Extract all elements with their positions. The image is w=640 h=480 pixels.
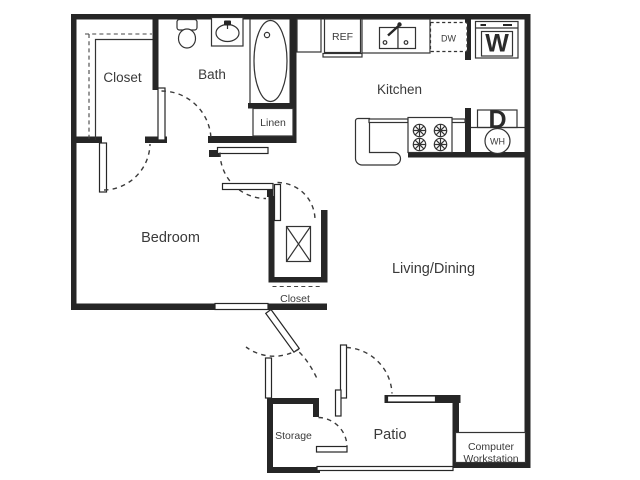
appliance-label-dw: DW (441, 34, 456, 44)
bedroom-door-arc (219, 152, 267, 200)
bath-kitchen-divider-wall (289, 14, 297, 143)
kitchen-counter (354, 117, 466, 166)
appliance-label-wh: WH (490, 137, 505, 147)
hvac-unit-icon (285, 225, 312, 263)
dryer-icon (471, 109, 525, 129)
utility-bottom-wall (465, 152, 531, 158)
room-label-hall-closet: Closet (280, 293, 310, 305)
closet-door-arc (103, 143, 151, 191)
hvac-closet-right-wall (321, 210, 328, 282)
patio-door-arc (346, 346, 393, 394)
patio-bottom-edge (316, 465, 454, 472)
storage-door-leaf (315, 445, 348, 453)
closet-door-leaf (98, 142, 108, 193)
hvac-closet-bottom-wall (268, 277, 328, 283)
utility-left-wall-upper (465, 14, 471, 60)
closet-bottom-wall-left (71, 136, 102, 143)
left-wall (71, 14, 77, 310)
hall-living-door-leaf (273, 183, 282, 222)
appliance-label-dryer: D (488, 106, 506, 134)
hvac-closet-left-wall (268, 196, 275, 282)
pantry-cabinet (296, 18, 322, 53)
washer-icon (474, 20, 519, 59)
counter-edge-left (368, 118, 409, 124)
room-label-bedroom: Bedroom (141, 230, 200, 246)
sliding-glass-door (386, 395, 437, 403)
right-wall (524, 14, 531, 468)
bedroom-door (216, 146, 269, 155)
dishwasher-box (429, 21, 468, 53)
hall-living-door-arc (277, 181, 316, 221)
room-label-computer-workstation-1: Computer (468, 441, 515, 453)
hall-door (221, 182, 274, 191)
entry-side-jamb (264, 357, 273, 399)
bottom-right-wall (452, 461, 530, 468)
hall-wall-stub (209, 150, 220, 157)
storage-door-arc (318, 416, 348, 447)
bath-door-arc (161, 90, 212, 141)
linen-closet-box (252, 107, 294, 137)
tub-bottom-wall (248, 103, 290, 109)
bathtub-icon (249, 19, 288, 103)
room-label-storage: Storage (275, 430, 312, 442)
computer-workstation-box (454, 431, 527, 464)
refrigerator-box (322, 18, 363, 58)
entry-door-leaf (264, 308, 301, 353)
storage-door-stub (313, 398, 319, 417)
patio-door-jamb (334, 389, 342, 417)
room-label-closet: Closet (103, 70, 142, 85)
room-label-kitchen: Kitchen (377, 82, 422, 97)
closet-shelving (85, 33, 320, 288)
bath-door-leaf (157, 87, 166, 141)
bedroom-bottom-wall (71, 303, 273, 310)
closet-rod-line (94, 38, 153, 140)
room-label-bath: Bath (198, 67, 226, 82)
l-shaped-counter (354, 117, 402, 166)
bedroom-window (214, 302, 269, 311)
closet-bath-divider-wall (152, 14, 159, 90)
doors-and-windows (98, 87, 454, 472)
room-label-living-dining: Living/Dining (392, 261, 475, 277)
stove-icon (407, 116, 453, 154)
room-label-linen: Linen (260, 117, 286, 129)
storage-top-wall (267, 398, 317, 404)
utility-left-wall-lower (465, 108, 471, 157)
top-wall (71, 14, 531, 20)
patio-door-leaf (339, 344, 348, 399)
storage-bottom-wall (267, 467, 320, 473)
entry-door-arc (245, 346, 300, 357)
room-label-computer-workstation-2: Workstation (463, 453, 518, 465)
entry-door-arc-2 (297, 350, 318, 378)
storage-left-wall (267, 398, 273, 473)
appliance-label-washer: W (485, 30, 509, 58)
hall-closet-bottom-wall (267, 303, 327, 310)
room-label-patio: Patio (373, 427, 406, 443)
bath-bottom-wall (208, 136, 297, 143)
closet-bottom-wall-stub (145, 136, 167, 143)
toilet-icon (176, 18, 198, 49)
kitchen-sink-icon (361, 18, 431, 54)
counter-edge-right (451, 118, 466, 124)
appliance-label-ref: REF (332, 31, 353, 43)
bathroom-sink-icon (210, 16, 244, 47)
water-heater-icon (484, 127, 511, 155)
kitchen-counter-bottom-wall (408, 152, 468, 158)
